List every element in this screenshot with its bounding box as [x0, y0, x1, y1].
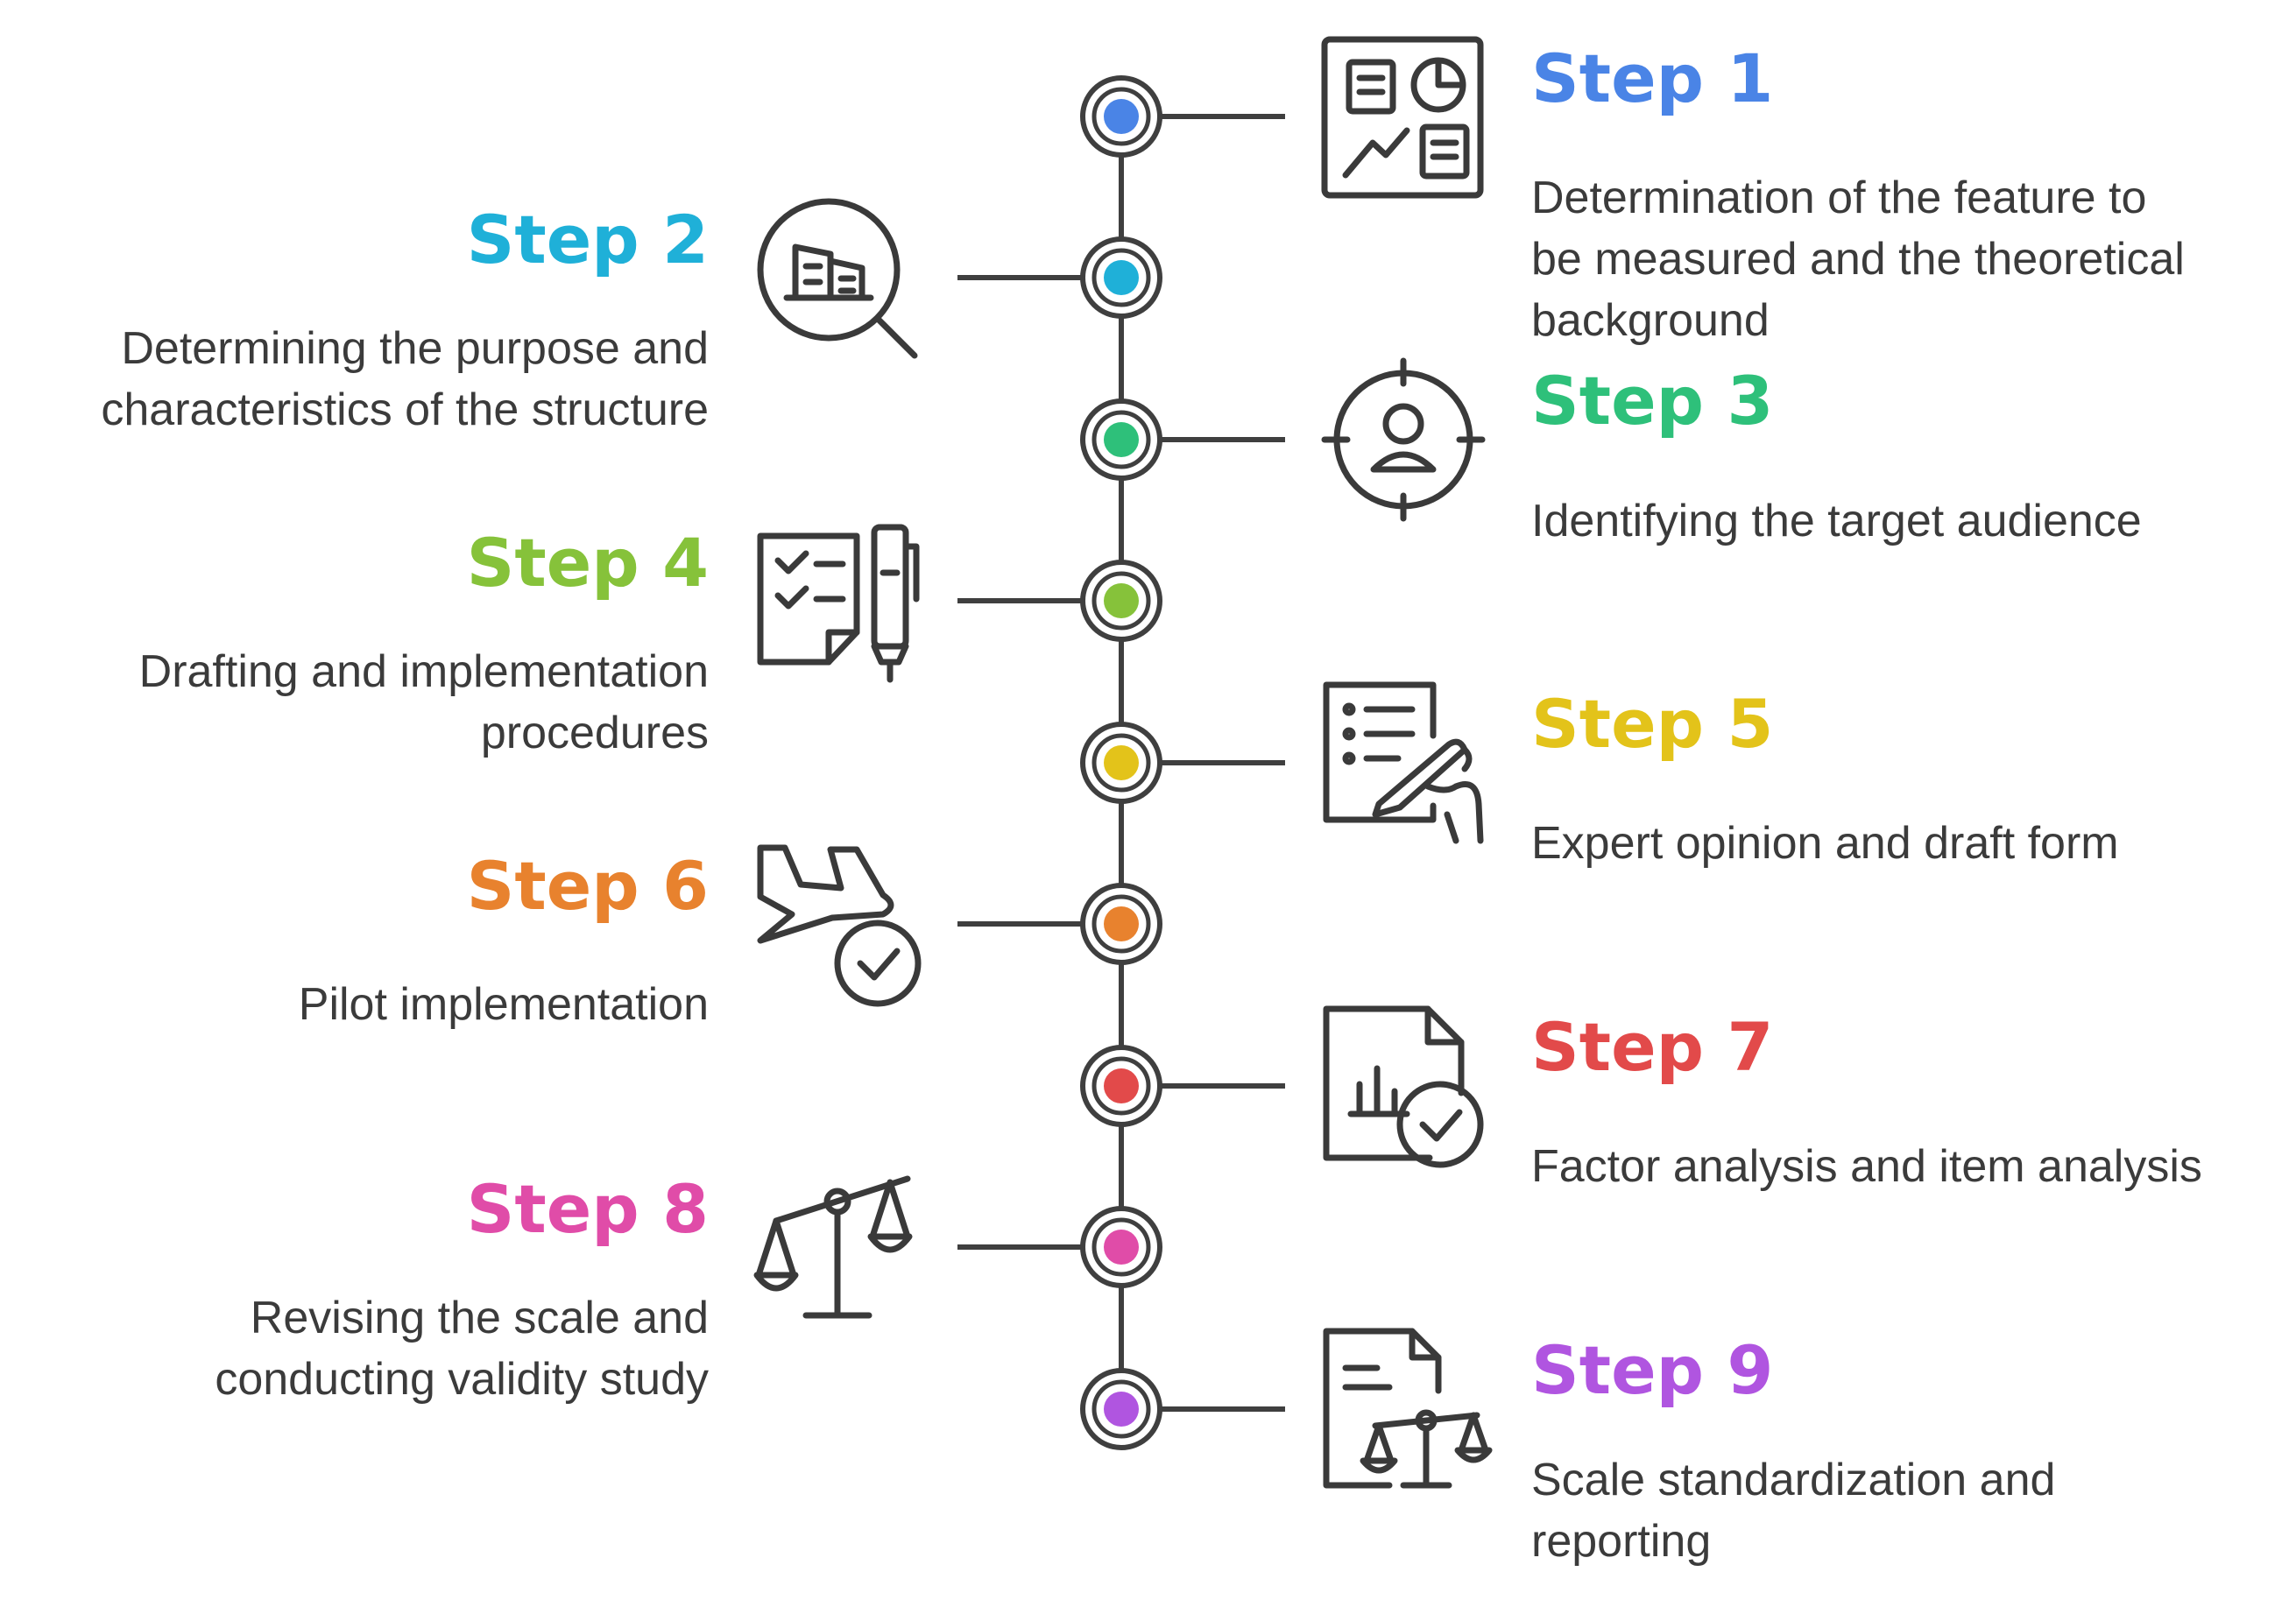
step-1-title: Step 1 — [1531, 39, 1774, 117]
node-5 — [1080, 722, 1162, 804]
node-7 — [1080, 1045, 1162, 1127]
node-2 — [1080, 236, 1162, 319]
step-5-description: Expert opinion and draft form — [1531, 813, 2119, 874]
step-7-title: Step 7 — [1531, 1008, 1774, 1086]
node-3 — [1080, 398, 1162, 481]
step-2-line-2: characteristics of the structure — [101, 384, 709, 435]
step-4-line-2: procedures — [480, 708, 709, 758]
step-2-description: Determining the purpose and characterist… — [101, 318, 709, 441]
node-9 — [1080, 1368, 1162, 1450]
node-8 — [1080, 1206, 1162, 1288]
step-9-title: Step 9 — [1531, 1331, 1774, 1409]
document-scales-icon — [1323, 1328, 1493, 1489]
node-1 — [1080, 75, 1162, 158]
node-4 — [1080, 560, 1162, 642]
writing-list-icon — [1323, 681, 1484, 844]
step-9-line-1: Scale standardization and — [1531, 1455, 2056, 1505]
step-8-line-1: Revising the scale and — [250, 1293, 709, 1343]
dashboard-icon — [1321, 36, 1484, 199]
checklist-pen-icon — [757, 524, 920, 683]
step-4-title: Step 4 — [466, 524, 709, 602]
step-3-description: Identifying the target audience — [1531, 490, 2142, 552]
step-6-title: Step 6 — [466, 847, 709, 925]
step-8-title: Step 8 — [466, 1170, 709, 1248]
step-4-line-1: Drafting and implementation — [138, 646, 709, 697]
plane-check-icon — [757, 844, 922, 1007]
step-1-description: Determination of the feature to be measu… — [1531, 167, 2185, 351]
step-3-title: Step 3 — [1531, 362, 1774, 440]
scales-icon — [753, 1175, 913, 1319]
step-2-title: Step 2 — [466, 201, 709, 278]
step-5-line-1: Expert opinion and draft form — [1531, 818, 2119, 869]
step-4-description: Drafting and implementation procedures — [139, 641, 709, 764]
step-7-description: Factor analysis and item analysis — [1531, 1136, 2202, 1197]
step-9-line-2: reporting — [1531, 1516, 1712, 1567]
step-3-line-1: Identifying the target audience — [1531, 496, 2142, 546]
node-6 — [1080, 883, 1162, 965]
search-structure-icon — [757, 198, 918, 359]
step-7-line-1: Factor analysis and item analysis — [1531, 1141, 2202, 1192]
step-1-line-1: Determination of the feature to — [1531, 173, 2147, 223]
step-2-line-1: Determining the purpose and — [121, 323, 709, 374]
report-check-icon — [1323, 1005, 1484, 1168]
target-user-icon — [1321, 357, 1486, 522]
step-1-line-3: background — [1531, 295, 1770, 346]
step-6-description: Pilot implementation — [299, 974, 709, 1035]
step-1-line-2: be measured and the theoretical — [1531, 234, 2185, 285]
step-6-line-1: Pilot implementation — [298, 979, 709, 1030]
step-5-title: Step 5 — [1531, 685, 1774, 763]
step-9-description: Scale standardization and reporting — [1531, 1449, 2055, 1572]
step-8-description: Revising the scale and conducting validi… — [215, 1287, 709, 1410]
step-8-line-2: conducting validity study — [215, 1354, 709, 1405]
